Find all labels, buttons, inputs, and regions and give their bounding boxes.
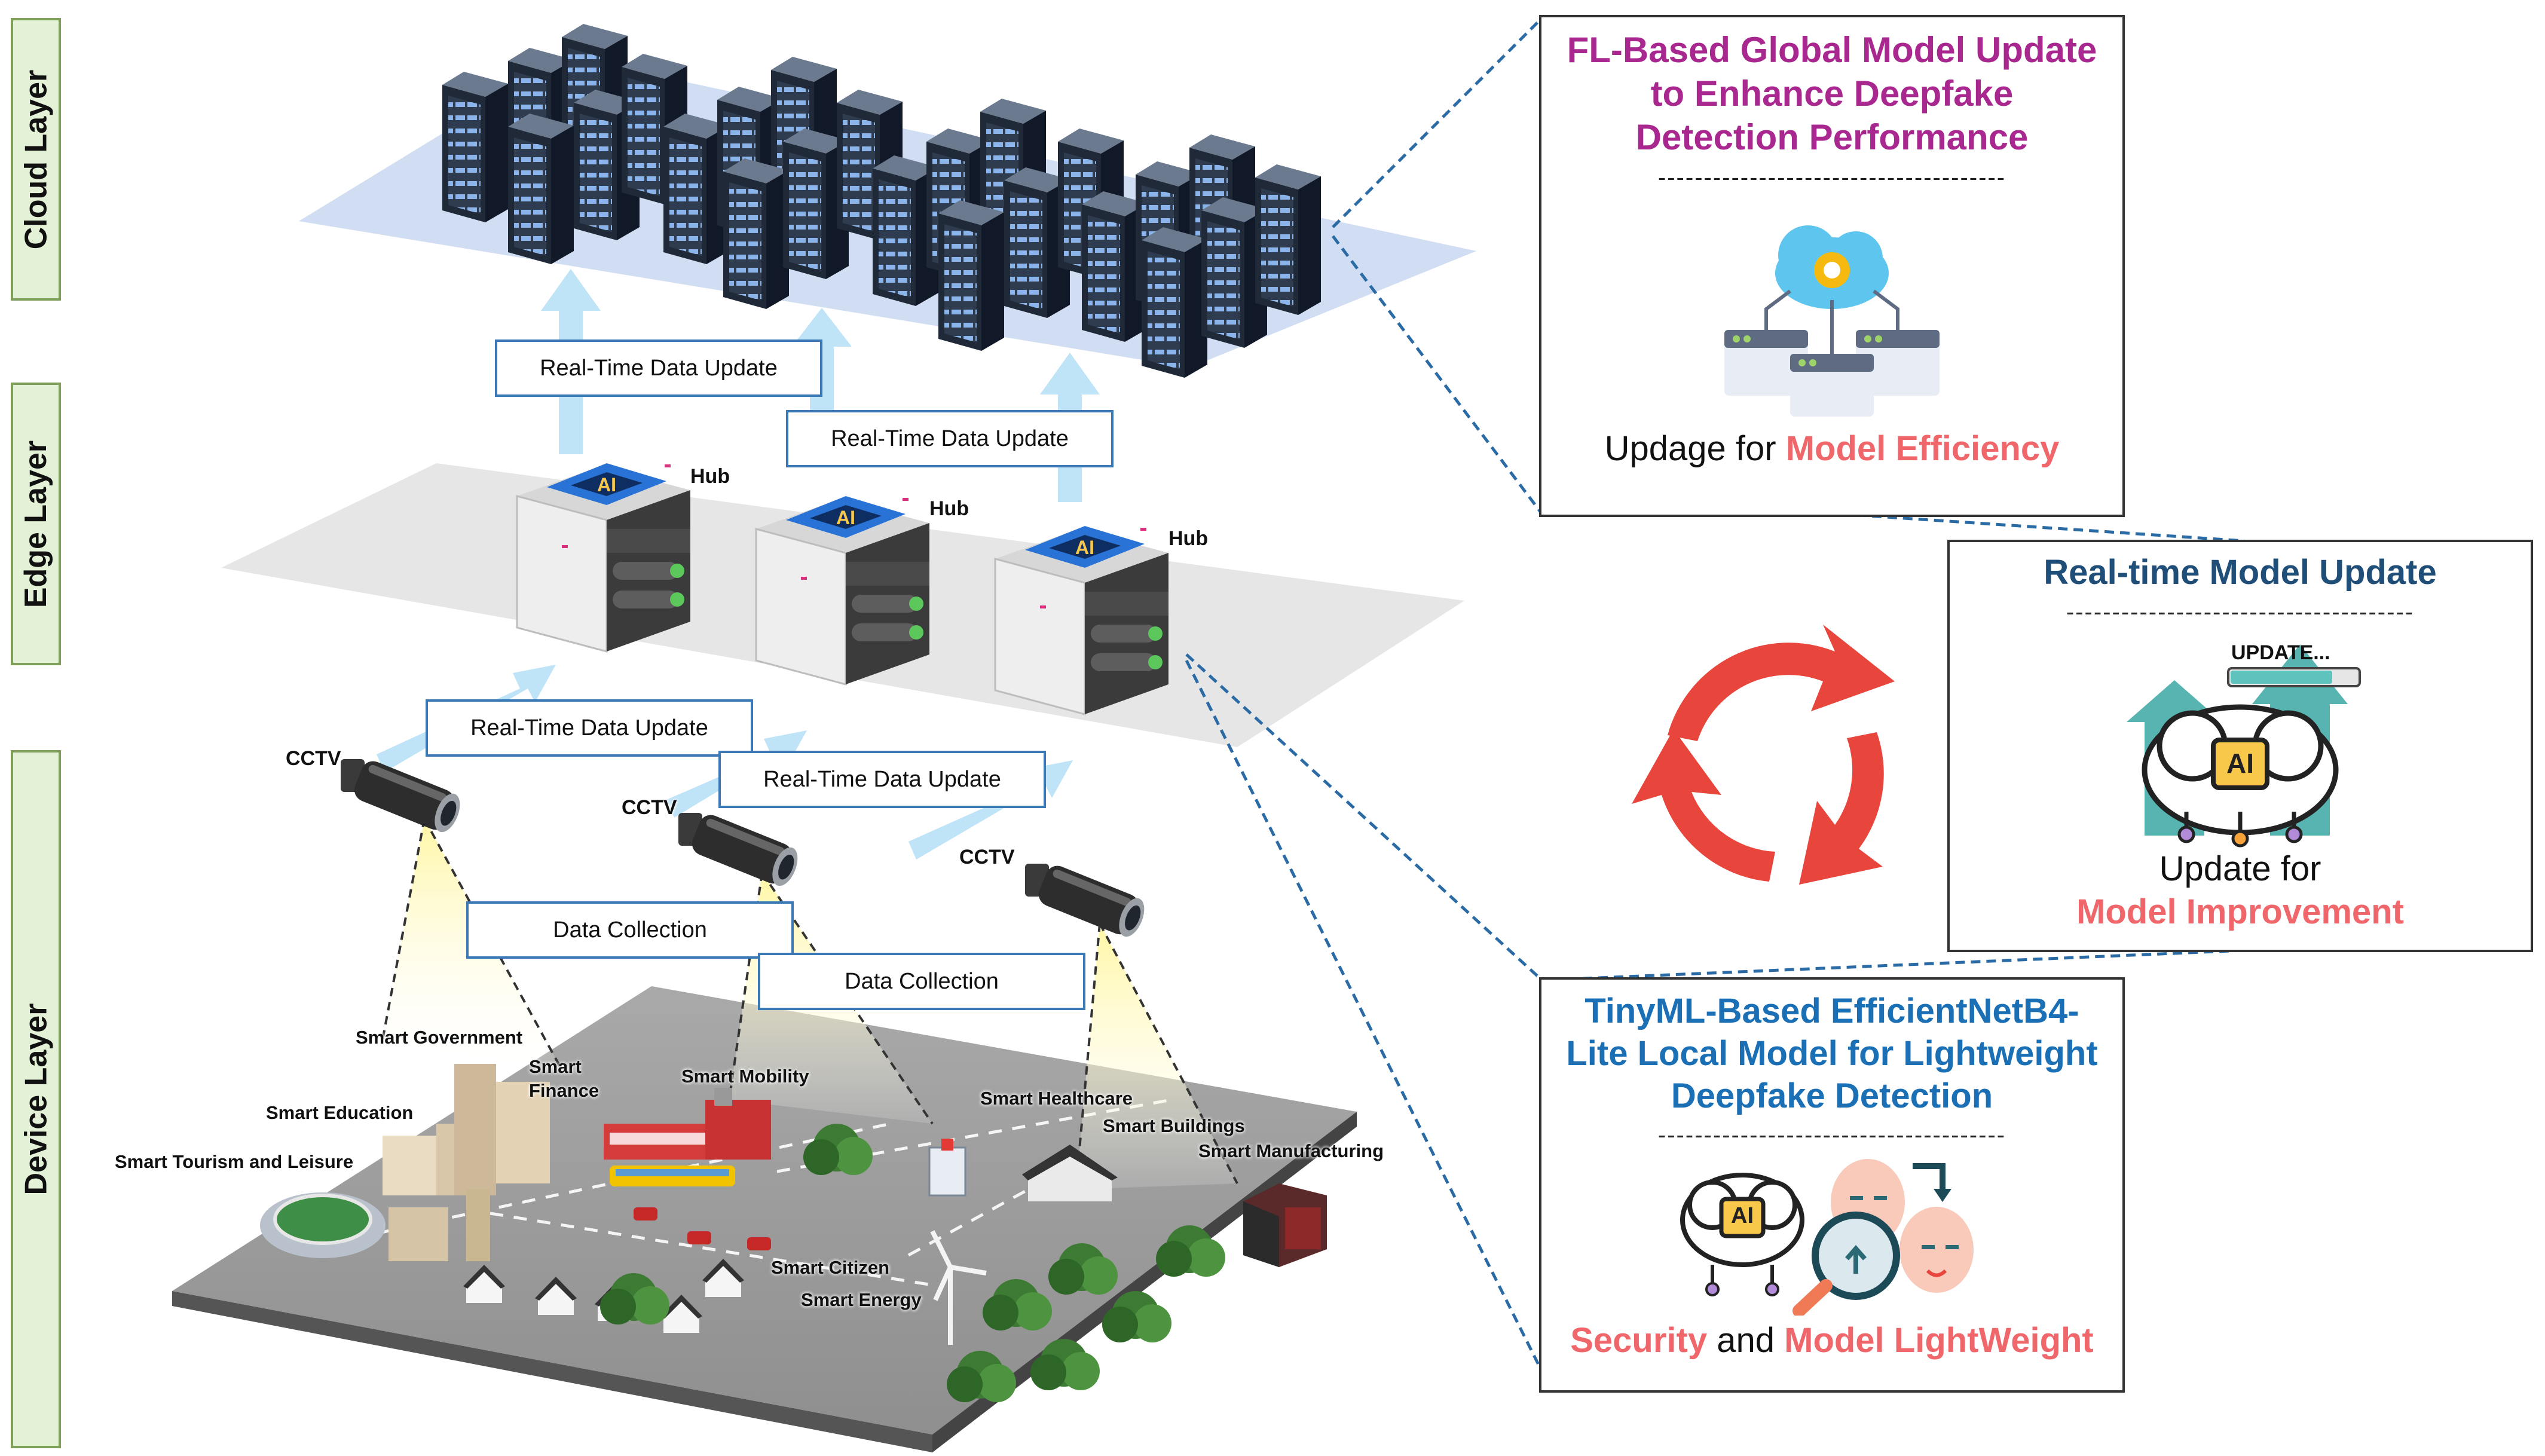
- data-collection-text-2: Data Collection: [845, 968, 999, 994]
- realtime-update-panel: Real-time Model Update -----------------…: [1947, 540, 2533, 952]
- cloud-network-icon: [1724, 225, 1940, 417]
- data-collection-text-1: Data Collection: [553, 917, 707, 943]
- healthcare-building: [928, 1139, 966, 1197]
- smart-mobility-label: Smart Mobility: [681, 1066, 809, 1087]
- local-ai-chip: AI: [1731, 1203, 1754, 1229]
- local-bottom-security: Security: [1570, 1321, 1708, 1360]
- data-collection-label-1: Data Collection: [466, 901, 794, 959]
- government-buildings: [383, 1064, 550, 1261]
- edge-layer-tag: Edge Layer: [11, 383, 61, 665]
- global-bottom-prefix: Updage for: [1604, 429, 1786, 468]
- smart-energy-label: Smart Energy: [801, 1289, 922, 1310]
- smart-government-label: Smart Government: [356, 1027, 523, 1048]
- edge-hub-2: [755, 495, 931, 686]
- realtime-bottom-line2: Model Improvement: [2076, 892, 2404, 932]
- cloud-layer-tag: Cloud Layer: [11, 18, 61, 301]
- cctv-label-1: CCTV: [286, 747, 341, 770]
- local-bottom-and: and: [1707, 1321, 1785, 1360]
- global-panel-title: FL-Based Global Model Update to Enhance …: [1567, 30, 2097, 158]
- city-ground: [172, 986, 1357, 1434]
- global-panel-divider: --------------------------------------: [1657, 165, 2006, 189]
- hub-label-2: Hub: [929, 497, 969, 520]
- edge-update-text-1: Real-Time Data Update: [470, 715, 708, 741]
- local-model-panel: TinyML-Based EfficientNetB4-Lite Local M…: [1539, 977, 2125, 1393]
- cctv-camera-3: [1025, 862, 1150, 941]
- cctv-beam-3: [1076, 923, 1237, 1189]
- cctv-camera-1: [341, 757, 466, 837]
- cctv-label-3: CCTV: [959, 846, 1015, 868]
- stadium-illustration: [260, 1192, 386, 1258]
- smart-education-label: Smart Education: [266, 1102, 414, 1123]
- manufacturing-building: [1243, 1183, 1327, 1267]
- realtime-panel-divider: --------------------------------------: [2066, 599, 2415, 624]
- smart-healthcare-label: Smart Healthcare: [980, 1088, 1133, 1109]
- local-bottom-lightweight: Model LightWeight: [1784, 1321, 2094, 1360]
- wind-turbine: [930, 1230, 987, 1345]
- cycle-icon: [1632, 625, 1895, 885]
- edge-update-label-1: Real-Time Data Update: [426, 699, 753, 757]
- hub-label-3: Hub: [1169, 527, 1209, 550]
- edge-update-label-2: Real-Time Data Update: [718, 751, 1046, 808]
- smart-tourism-label: Smart Tourism and Leisure: [115, 1151, 354, 1172]
- realtime-bottom-line1: Update for: [2159, 849, 2321, 888]
- panel-connectors: [1185, 17, 2245, 1373]
- realtime-ai-chip: AI: [2226, 747, 2254, 779]
- edge-hub-1: [516, 462, 692, 653]
- realtime-panel-title: Real-time Model Update: [2044, 553, 2437, 592]
- edge-update-text-2: Real-Time Data Update: [763, 766, 1001, 792]
- cloud-update-text-2: Real-Time Data Update: [831, 426, 1069, 451]
- smart-building-house: [1022, 1145, 1118, 1201]
- edge-hub-3: [994, 525, 1170, 715]
- smart-finance-label: Smart Finance: [529, 1056, 599, 1102]
- cloud-update-label-2: Real-Time Data Update: [786, 410, 1114, 467]
- global-panel-bottom: Updage for Model Efficiency: [1541, 429, 2122, 469]
- ai-brain-update-icon: UPDATE... AI: [2109, 632, 2372, 848]
- cloud-update-label-1: Real-Time Data Update: [495, 339, 822, 397]
- cctv-camera-2: [678, 811, 803, 891]
- mobility-buildings: [604, 1088, 771, 1250]
- smart-citizen-label: Smart Citizen: [771, 1257, 890, 1278]
- cctv-label-2: CCTV: [622, 796, 677, 819]
- smart-manufacturing-label: Smart Manufacturing: [1198, 1140, 1384, 1161]
- hub-label-1: Hub: [690, 465, 730, 488]
- smart-buildings-label: Smart Buildings: [1103, 1115, 1245, 1136]
- local-panel-title: TinyML-Based EfficientNetB4-Lite Local M…: [1566, 992, 2098, 1115]
- deepfake-detection-icon: AI: [1677, 1154, 1987, 1316]
- global-bottom-highlight: Model Efficiency: [1785, 429, 2060, 468]
- cloud-update-text-1: Real-Time Data Update: [540, 355, 778, 381]
- data-collection-label-2: Data Collection: [758, 953, 1085, 1010]
- local-panel-divider: --------------------------------------: [1657, 1123, 2006, 1148]
- local-panel-bottom: Security and Model LightWeight: [1541, 1320, 2122, 1360]
- device-layer-tag: Device Layer: [11, 750, 61, 1448]
- global-model-panel: FL-Based Global Model Update to Enhance …: [1539, 15, 2125, 517]
- update-badge-text: UPDATE...: [2231, 641, 2330, 664]
